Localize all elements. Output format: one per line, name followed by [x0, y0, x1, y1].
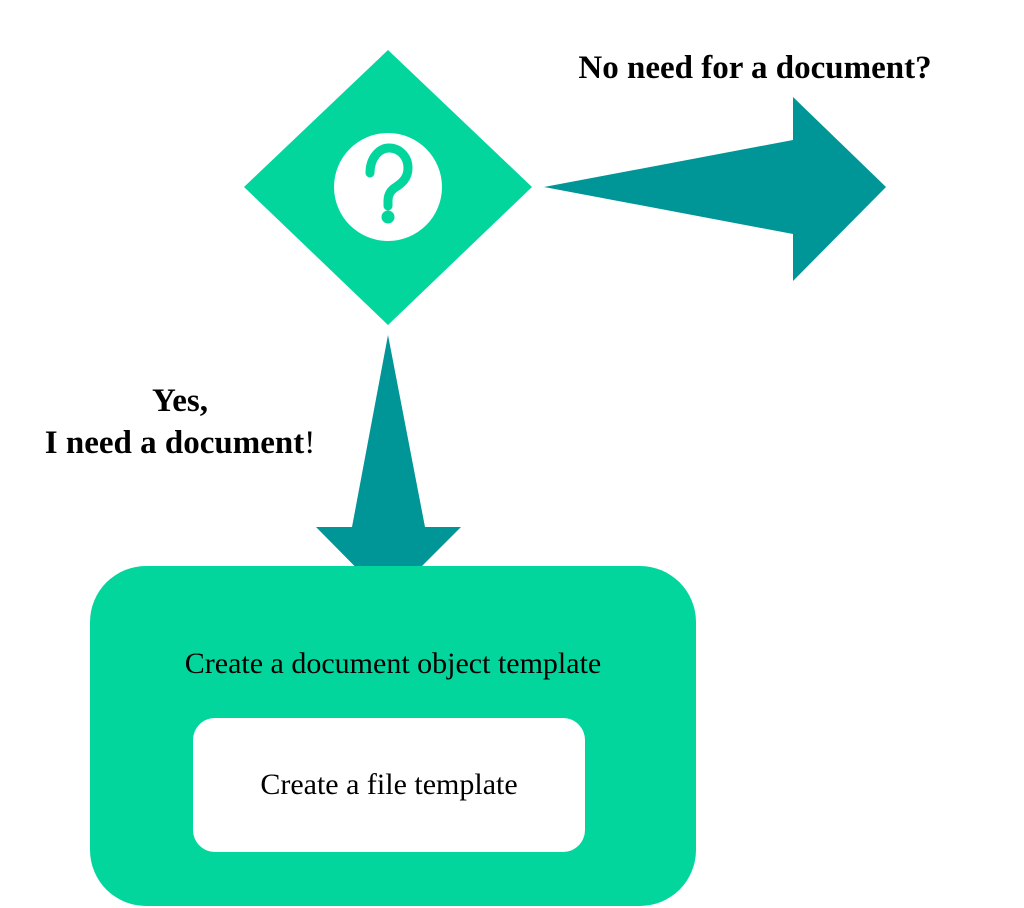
yes-branch-label-text: I need a document [44, 425, 305, 461]
yes-branch-arrow [316, 335, 461, 600]
no-branch-label: No need for a document? [578, 50, 932, 86]
yes-branch-label: Yes, I need a document! [10, 380, 350, 464]
document-object-template-label: Create a document object template [184, 647, 602, 680]
yes-branch-label-line1: Yes, [152, 383, 208, 419]
file-template-box: Create a file template [193, 718, 585, 852]
yes-branch-label-exclamation: ! [304, 425, 316, 461]
document-object-template-box: Create a document object template Create… [90, 566, 696, 906]
file-template-label: Create a file template [260, 768, 518, 801]
no-branch-arrow [544, 97, 886, 281]
yes-branch-label-line2: I need a document! [10, 422, 350, 464]
question-mark-icon [334, 133, 442, 241]
